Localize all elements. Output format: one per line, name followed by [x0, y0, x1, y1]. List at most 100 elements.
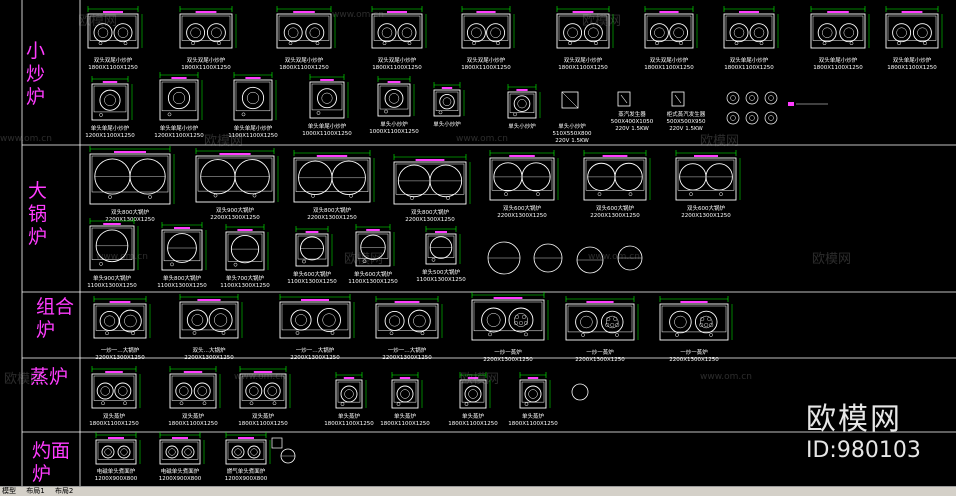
stove-caption[interactable]: 2200X1300X1250 [382, 355, 432, 361]
burner-ring[interactable] [749, 23, 769, 43]
burner-inner[interactable] [588, 27, 599, 38]
tab-model[interactable]: 模型 [2, 487, 16, 495]
stove-outline[interactable] [276, 13, 332, 49]
knob[interactable] [524, 402, 529, 406]
backsplash-mark[interactable] [238, 437, 254, 439]
burner-inner[interactable] [517, 99, 527, 109]
stove-caption[interactable]: 1800X1100X1250 [324, 421, 374, 427]
stove-outline[interactable] [89, 225, 135, 271]
stove-caption[interactable]: 220V 1.5KW [555, 138, 589, 144]
stove-block[interactable] [293, 150, 375, 203]
burner-inner[interactable] [288, 27, 299, 38]
part-circle-inner[interactable] [768, 115, 774, 121]
stove-outline[interactable] [295, 233, 329, 267]
stove-caption[interactable]: 2200X1300X1250 [497, 213, 547, 219]
backsplash-mark[interactable] [694, 155, 718, 157]
stove-caption[interactable]: 单头700大锅炉 [226, 274, 264, 282]
knob[interactable] [288, 41, 293, 46]
stove-caption[interactable]: 双头800大锅炉 [313, 206, 351, 214]
burner-ring[interactable] [839, 23, 859, 43]
stove-outline[interactable] [644, 13, 694, 49]
stove-caption[interactable]: 2200X1300X1250 [290, 355, 340, 361]
stove-caption[interactable]: 燃气单头煮面炉 [227, 467, 266, 475]
backsplash-mark[interactable] [366, 229, 380, 231]
stove-top[interactable] [373, 15, 421, 41]
part-circle[interactable] [764, 111, 778, 125]
backsplash-mark[interactable] [387, 81, 401, 83]
stove-top[interactable] [463, 15, 509, 41]
backsplash-mark[interactable] [586, 301, 614, 303]
burner-ring[interactable] [186, 309, 208, 331]
burner-inner[interactable] [654, 27, 665, 38]
burner-ring[interactable] [305, 23, 325, 43]
burner-ring[interactable] [694, 310, 718, 334]
backsplash-mark[interactable] [301, 299, 329, 301]
burner-inner[interactable] [124, 314, 137, 328]
stove-block[interactable] [87, 6, 143, 49]
knob[interactable] [389, 331, 394, 336]
stove-top[interactable] [181, 303, 237, 331]
burner-inner[interactable] [822, 27, 833, 38]
burner-ring[interactable] [439, 93, 455, 110]
stove-caption[interactable]: 双头900大锅炉 [216, 206, 254, 214]
burner-inner[interactable] [700, 315, 713, 329]
knob[interactable] [340, 402, 345, 406]
stove-caption[interactable]: 单头小炒炉 [433, 120, 461, 128]
stove-outline[interactable] [371, 13, 423, 49]
burner-inner[interactable] [401, 27, 413, 38]
stove-caption[interactable]: 1200X1100X1250 [85, 133, 135, 139]
stove-outline[interactable] [556, 13, 610, 49]
stove-caption[interactable]: 一炒一蒸炉 [586, 348, 614, 356]
knob[interactable] [496, 41, 500, 46]
burner-inner[interactable] [673, 27, 684, 38]
burner-ring[interactable] [114, 382, 132, 400]
stove-block[interactable] [239, 366, 291, 409]
burner-inner[interactable] [179, 386, 189, 396]
backsplash-mark[interactable] [108, 437, 124, 439]
stove-top[interactable] [297, 235, 327, 260]
burner-ring[interactable] [384, 88, 404, 108]
backsplash-mark[interactable] [441, 87, 453, 89]
backsplash-mark[interactable] [659, 11, 679, 13]
stove-outline[interactable] [93, 303, 147, 339]
stove-outline[interactable] [195, 155, 275, 203]
burner-ring[interactable] [600, 310, 624, 334]
stove-top[interactable] [95, 305, 145, 331]
stove-caption[interactable]: 220V 1.5KW [669, 126, 703, 132]
steam-generator-mark[interactable] [620, 94, 628, 104]
knob[interactable] [734, 41, 739, 46]
stove-caption[interactable]: 双头…大锅炉 [192, 346, 226, 354]
stove-top[interactable] [812, 15, 864, 41]
steam-hole[interactable] [514, 315, 519, 320]
steam-generator-mark[interactable] [674, 94, 682, 104]
backsplash-mark[interactable] [415, 159, 445, 161]
part-circle[interactable] [745, 111, 759, 125]
stove-caption[interactable]: 1800X1100X1250 [168, 421, 218, 427]
stove-top[interactable] [93, 375, 135, 401]
stove-top[interactable] [395, 163, 465, 195]
stove-top[interactable] [161, 441, 199, 460]
stove-caption[interactable]: 一炒一…大锅炉 [388, 346, 427, 354]
burner-inner[interactable] [249, 386, 259, 396]
knob[interactable] [213, 193, 218, 198]
knob[interactable] [382, 41, 387, 46]
stove-block[interactable] [507, 84, 541, 119]
stove-block[interactable] [169, 366, 221, 409]
stove-top[interactable] [93, 85, 127, 113]
burner-inner[interactable] [104, 94, 116, 106]
burner-inner[interactable] [267, 386, 277, 396]
burner-ring[interactable] [583, 23, 603, 43]
stove-block[interactable] [461, 6, 515, 49]
stove-caption[interactable]: 双头单尾小炒炉 [893, 56, 932, 64]
stove-outline[interactable] [885, 13, 939, 49]
burner-inner[interactable] [843, 27, 854, 38]
knob[interactable] [217, 41, 221, 46]
stove-outline[interactable] [225, 439, 267, 465]
burner-inner[interactable] [389, 315, 401, 327]
stove-caption[interactable]: 2200X1300X1250 [210, 215, 260, 221]
stove-top[interactable] [171, 375, 215, 401]
burner-ring[interactable] [165, 445, 179, 459]
stove-caption[interactable]: 双头蒸炉 [252, 412, 275, 420]
stove-block[interactable] [659, 296, 733, 341]
stove-caption[interactable]: 2200X1300X1250 [184, 355, 234, 361]
